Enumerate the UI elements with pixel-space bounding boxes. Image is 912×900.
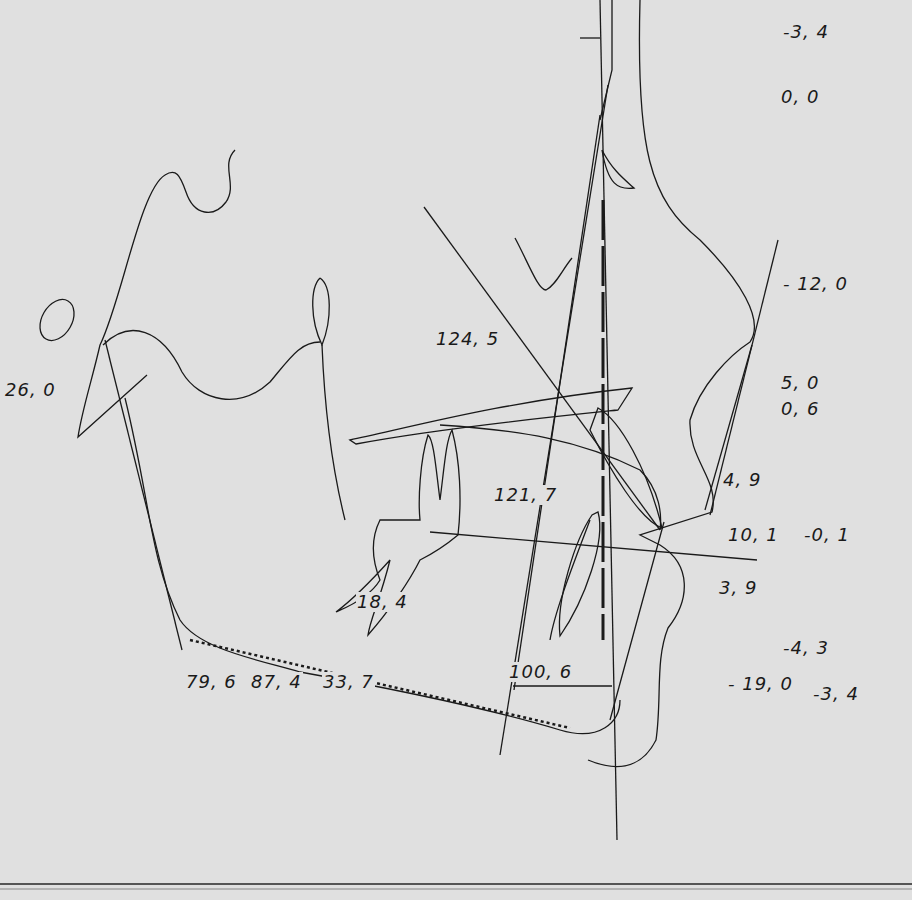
soft-tissue-profile bbox=[588, 0, 754, 767]
tick-line bbox=[580, 37, 600, 38]
measurement-value: 121, 7 bbox=[493, 485, 558, 505]
measurement-value: -3, 4 bbox=[812, 684, 860, 704]
palate-outline bbox=[350, 388, 632, 444]
measurement-value: 79, 6 bbox=[185, 672, 238, 692]
reference-line bbox=[500, 85, 608, 755]
measurement-value: 4, 9 bbox=[722, 470, 762, 490]
measurement-value: - 12, 0 bbox=[782, 274, 849, 294]
status-bar-line bbox=[0, 889, 912, 890]
measurement-value: 87, 4 bbox=[250, 672, 303, 692]
cranial-base bbox=[78, 150, 235, 437]
measurement-value: 33, 7 bbox=[322, 672, 375, 692]
nasal-bone bbox=[602, 150, 634, 188]
molar-tooth bbox=[336, 430, 460, 635]
measurement-value: -3, 4 bbox=[782, 22, 830, 42]
dashed-line bbox=[602, 200, 605, 640]
cranial-base bbox=[103, 331, 320, 400]
ramus-line bbox=[105, 340, 182, 650]
lower-incisor bbox=[559, 512, 599, 636]
measurement-value: 18, 4 bbox=[356, 592, 409, 612]
measurement-value: 0, 0 bbox=[780, 87, 820, 107]
measurement-value: 5, 0 bbox=[780, 373, 820, 393]
measurement-value: 100, 6 bbox=[508, 662, 573, 682]
orbit-outline bbox=[515, 238, 572, 290]
e-line bbox=[710, 240, 778, 515]
measurement-value: -4, 3 bbox=[782, 638, 830, 658]
pterygoid-fissure bbox=[313, 278, 330, 345]
vertical-line bbox=[600, 0, 617, 840]
ear-rod bbox=[33, 293, 81, 346]
measurement-value: 0, 6 bbox=[780, 399, 820, 419]
vertical-line bbox=[600, 0, 612, 120]
measurement-value: -0, 1 bbox=[803, 525, 851, 545]
measurement-value: - 19, 0 bbox=[727, 674, 794, 694]
occlusal-line bbox=[430, 532, 757, 560]
lower-incisor bbox=[550, 520, 590, 640]
upper-incisor bbox=[590, 408, 662, 528]
measurement-value: 26, 0 bbox=[4, 380, 57, 400]
mandible-outline bbox=[125, 398, 620, 734]
mandibular-plane bbox=[190, 640, 570, 728]
measurement-value: 124, 5 bbox=[435, 329, 500, 349]
maxilla-posterior bbox=[322, 345, 345, 520]
reference-line bbox=[513, 685, 612, 686]
status-bar-line bbox=[0, 883, 912, 885]
measurement-value: 10, 1 bbox=[727, 525, 780, 545]
measurement-value: 3, 9 bbox=[718, 578, 758, 598]
